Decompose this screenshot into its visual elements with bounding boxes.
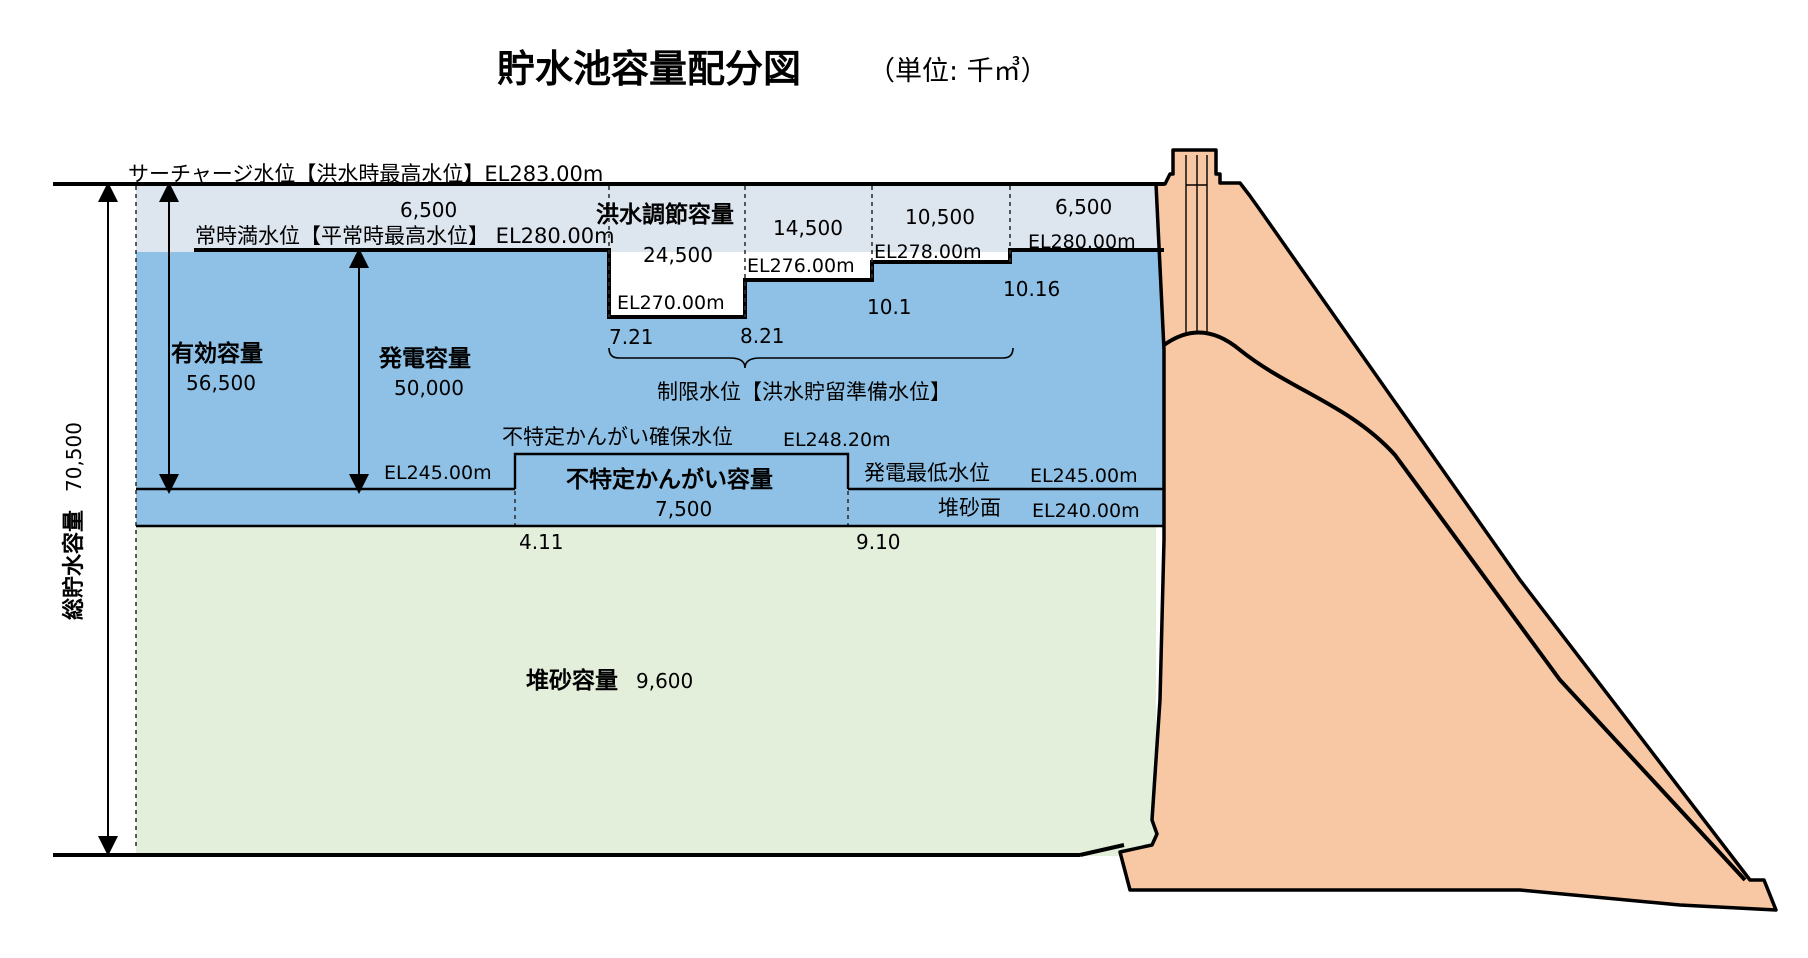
flood-volume-4: 10,500 xyxy=(905,205,975,229)
el-280-right-label: EL280.00m xyxy=(1028,231,1136,253)
el-245-right-label: EL245.00m xyxy=(1030,465,1138,487)
irrigation-capacity-label: 不特定かんがい容量 xyxy=(566,466,773,493)
flood-control-label: 洪水調節容量 xyxy=(596,201,734,228)
surcharge-level-label: サーチャージ水位【洪水時最高水位】EL283.00m xyxy=(128,162,603,186)
restricted-level-label: 制限水位【洪水貯留準備水位】 xyxy=(657,380,951,404)
effective-capacity-value: 56,500 xyxy=(186,371,256,395)
el-276-label: EL276.00m xyxy=(747,255,855,277)
flood-volume-2: 24,500 xyxy=(643,243,713,267)
flood-control-zone xyxy=(136,184,1164,252)
power-capacity-value: 50,000 xyxy=(394,376,464,400)
date-721: 7.21 xyxy=(609,325,654,349)
irrigation-capacity-value: 7,500 xyxy=(655,497,712,521)
total-capacity-value: 70,500 xyxy=(62,422,86,492)
el-245-left-label: EL245.00m xyxy=(384,462,492,484)
normal-full-level-label: 常時満水位【平常時最高水位】 EL280.00m xyxy=(195,224,615,248)
restricted-level-brace xyxy=(608,347,1014,369)
power-capacity-label: 発電容量 xyxy=(378,345,471,372)
base-slope-line xyxy=(1079,843,1125,857)
total-capacity-label: 総貯水容量 xyxy=(61,510,87,620)
flood-volume-5: 6,500 xyxy=(1055,195,1112,219)
dam-foundation-line xyxy=(1162,330,1747,882)
flood-volume-1: 6,500 xyxy=(400,198,457,222)
date-411: 4.11 xyxy=(519,530,564,554)
flood-volume-3: 14,500 xyxy=(773,216,843,240)
irrigation-zone xyxy=(515,454,848,526)
irrigation-level-box xyxy=(513,452,850,489)
unit-label: （単位: 千㎥） xyxy=(868,56,1048,87)
el-278-label: EL278.00m xyxy=(874,241,982,263)
date-1016: 10.16 xyxy=(1003,277,1060,301)
el-240-label: EL240.00m xyxy=(1032,500,1140,522)
date-101: 10.1 xyxy=(867,295,912,319)
sediment-zone xyxy=(136,526,1156,856)
el-270-label: EL270.00m xyxy=(617,292,725,314)
date-910: 9.10 xyxy=(856,530,901,554)
date-821: 8.21 xyxy=(740,324,785,348)
diagram-title: 貯水池容量配分図 xyxy=(497,47,801,91)
power-min-level-label: 発電最低水位 xyxy=(864,461,990,485)
sediment-capacity-value: 9,600 xyxy=(636,669,693,693)
sediment-surface-label: 堆砂面 xyxy=(938,496,1001,520)
water-zone xyxy=(136,250,1164,526)
irrigation-level-label: 不特定かんがい確保水位 xyxy=(502,425,733,449)
sediment-capacity-label: 堆砂容量 xyxy=(526,667,618,694)
irrigation-el-label: EL248.20m xyxy=(783,429,891,451)
dam-crest-lines xyxy=(1185,155,1208,333)
effective-capacity-label: 有効容量 xyxy=(171,340,263,367)
